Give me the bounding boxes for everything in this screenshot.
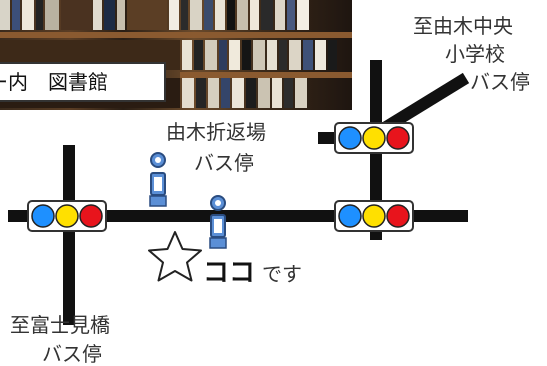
shelf-plank [0,32,352,38]
destination-label-bottom-left-1: 至富士見橋 [10,313,110,337]
photo-caption-box: ー内 図書館 [0,62,166,102]
traffic-light-icon [334,122,414,154]
destination-label-bottom-left-2: バス停 [42,342,102,366]
destination-label-top-right-2: 小学校 [445,42,505,66]
bus-stop-icon [149,152,167,207]
busstop-label-2: バス停 [194,151,254,175]
traffic-light-icon [334,200,414,232]
shelf-plank [180,72,352,78]
photo-caption: ー内 図書館 [0,70,108,94]
shelf-books [0,0,352,30]
here-label-bold: ココ [203,258,256,288]
destination-label-top-right-3: バス停 [470,70,530,94]
busstop-label-1: 由木折返場 [166,120,266,144]
star-icon [148,231,202,282]
here-label-suffix: です [262,262,302,286]
left-cross-road [63,145,75,325]
destination-label-top-right-1: 至由木中央 [413,14,513,38]
bus-stop-icon [209,195,227,249]
traffic-light-icon [27,200,107,232]
